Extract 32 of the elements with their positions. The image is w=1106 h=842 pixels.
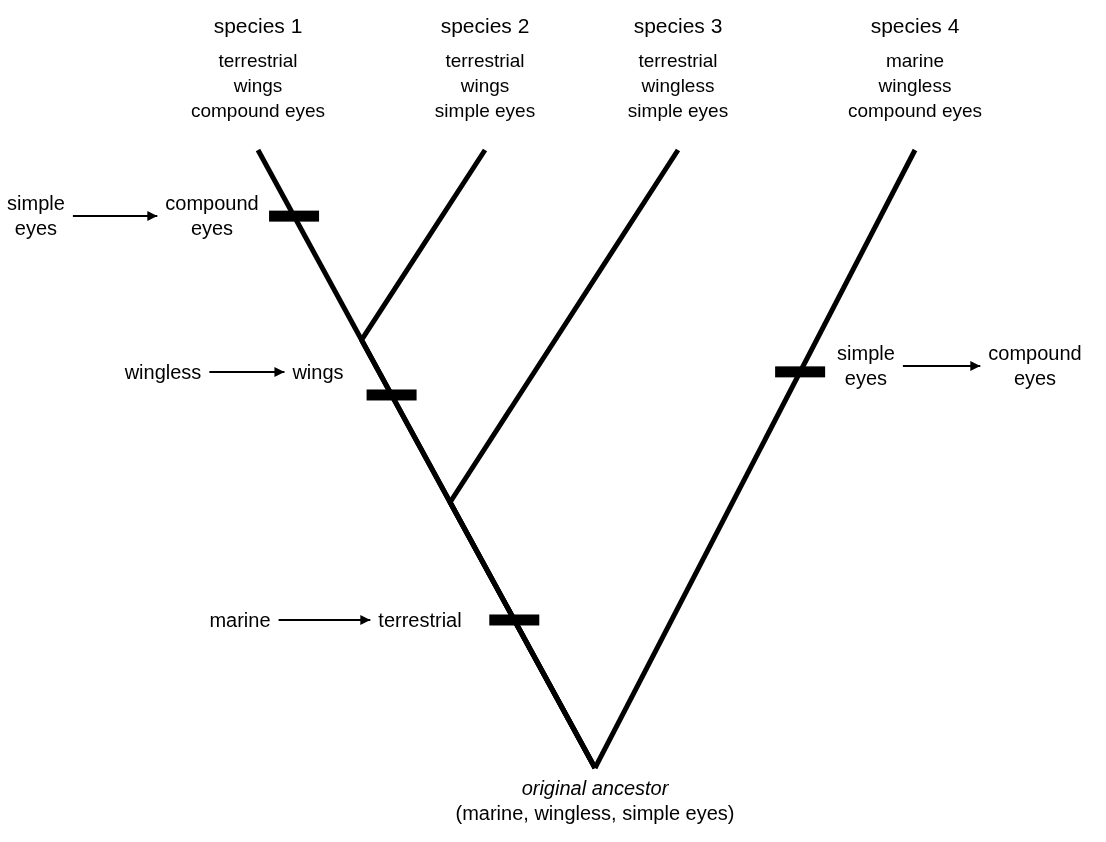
arrow (277, 615, 372, 625)
trait-text: wingless (878, 74, 952, 98)
trait-text: wingless (641, 74, 715, 98)
species-name: species 3 (633, 13, 723, 39)
trait-label: terrestrial (370, 607, 470, 633)
species-name: species 4 (870, 13, 960, 39)
trait-label: compound eyes (980, 341, 1090, 391)
trait-text: terrestrial (445, 49, 525, 73)
trait-text: terrestrial (218, 49, 298, 73)
trait-label: wings (284, 359, 352, 385)
branch-line (592, 148, 918, 770)
species-name: species 1 (213, 13, 303, 39)
arrow (901, 361, 982, 371)
trait-label: wingless (116, 359, 210, 385)
arrow (208, 367, 286, 377)
trait-text: simple eyes (627, 99, 729, 123)
trait-label: marine (201, 607, 279, 633)
arrow (71, 211, 159, 221)
branch-line (447, 148, 681, 770)
trait-text: wings (460, 74, 510, 98)
trait-label: simple eyes (829, 341, 903, 391)
trait-text: wings (233, 74, 283, 98)
trait-text: compound eyes (847, 99, 983, 123)
trait-label: simple eyes (0, 191, 73, 241)
ancestor-name: original ancestor (521, 776, 669, 801)
trait-text: compound eyes (190, 99, 326, 123)
trait-text: marine (885, 49, 945, 73)
trait-text: terrestrial (638, 49, 718, 73)
ancestor-traits: (marine, wingless, simple eyes) (455, 801, 735, 826)
trait-label: compound eyes (157, 191, 267, 241)
species-name: species 2 (440, 13, 530, 39)
trait-text: simple eyes (434, 99, 536, 123)
